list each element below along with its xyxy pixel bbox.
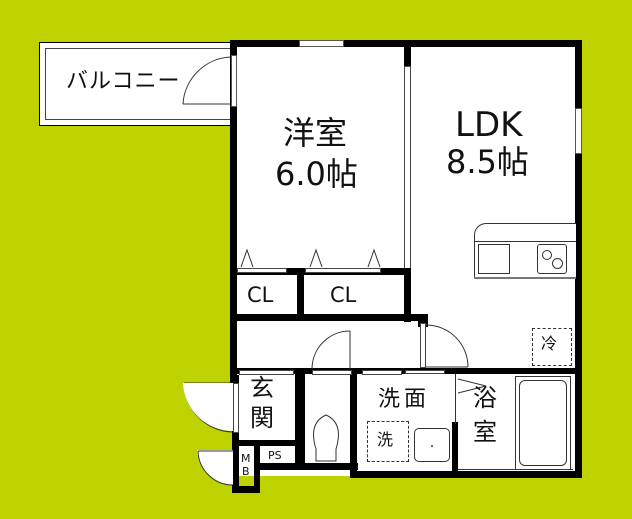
closet-door-1 <box>237 268 287 273</box>
wall-left-lower <box>232 375 239 492</box>
wall-toilet-right <box>350 372 357 478</box>
window-ldk-right <box>575 108 582 154</box>
bathtub <box>515 376 571 470</box>
balcony-door-swing-icon <box>182 56 232 105</box>
wall-hall-right-stub <box>418 314 428 327</box>
wall-toilet-left <box>295 368 305 470</box>
fridge-space <box>532 328 572 366</box>
bath-left-line <box>455 374 456 424</box>
washer-label: 洗 <box>377 430 394 449</box>
wall-left-upper <box>230 40 237 388</box>
kitchen-counter <box>474 223 576 279</box>
ps-label: PS <box>268 449 282 462</box>
ldk-door <box>420 323 426 368</box>
mb-label-m: M <box>241 452 251 465</box>
balcony-label: バルコニー <box>66 69 181 94</box>
kitchen-counter-base <box>474 277 576 279</box>
wall-entrance-bottom <box>235 440 301 446</box>
toilet-door <box>312 370 352 375</box>
closet-1-label: CL <box>247 283 274 307</box>
balcony <box>39 42 235 126</box>
window-balcony-door <box>231 55 237 107</box>
wall-bottom <box>352 471 582 478</box>
washroom-door <box>362 370 402 375</box>
window-western-top <box>299 40 344 47</box>
wall-partition-top <box>404 40 411 68</box>
hall-door-entrance <box>239 370 294 375</box>
bath-inner-line <box>458 469 573 470</box>
wall-ps-bottom <box>254 463 358 470</box>
stove <box>537 244 567 274</box>
entrance-label-1: 玄 <box>250 374 274 402</box>
sliding-door-partition <box>404 66 411 272</box>
wall-bath-left <box>452 422 458 474</box>
bath-door-arrow-icon <box>457 378 487 394</box>
fridge-label: 冷 <box>541 334 558 353</box>
bathroom-top-door <box>405 370 445 374</box>
wall-mb-bottom <box>232 486 260 493</box>
sink <box>478 244 510 274</box>
kitchen-counter-edge <box>474 241 576 242</box>
toilet-door-swing-icon <box>311 330 351 370</box>
ldk-size: 8.5帖 <box>446 143 529 181</box>
closet-door-2 <box>305 268 381 273</box>
bathroom-label-1: 浴 <box>473 384 497 412</box>
entrance-label-2: 関 <box>250 404 274 432</box>
wall-right <box>575 40 582 478</box>
ldk-door-swing-icon <box>425 324 469 368</box>
entrance-door <box>233 383 239 433</box>
wall-closet-divider <box>297 268 304 318</box>
wall-closet-bottom <box>233 314 428 321</box>
washer-space <box>367 421 409 462</box>
closet-2-label: CL <box>330 283 357 307</box>
bathroom-label-2: 室 <box>473 418 497 446</box>
western-room-size: 6.0帖 <box>275 155 358 193</box>
mb-label-b: B <box>242 465 250 478</box>
western-room-name: 洋室 <box>283 114 348 152</box>
washroom-label: 洗面 <box>378 387 431 412</box>
toilet-icon <box>313 414 339 462</box>
mb-door-swing-icon <box>197 450 234 486</box>
wash-basin <box>414 428 450 462</box>
wall-partition-low <box>404 268 411 322</box>
closet-arrow-icons <box>240 248 381 268</box>
ldk-name: LDK <box>455 105 523 145</box>
